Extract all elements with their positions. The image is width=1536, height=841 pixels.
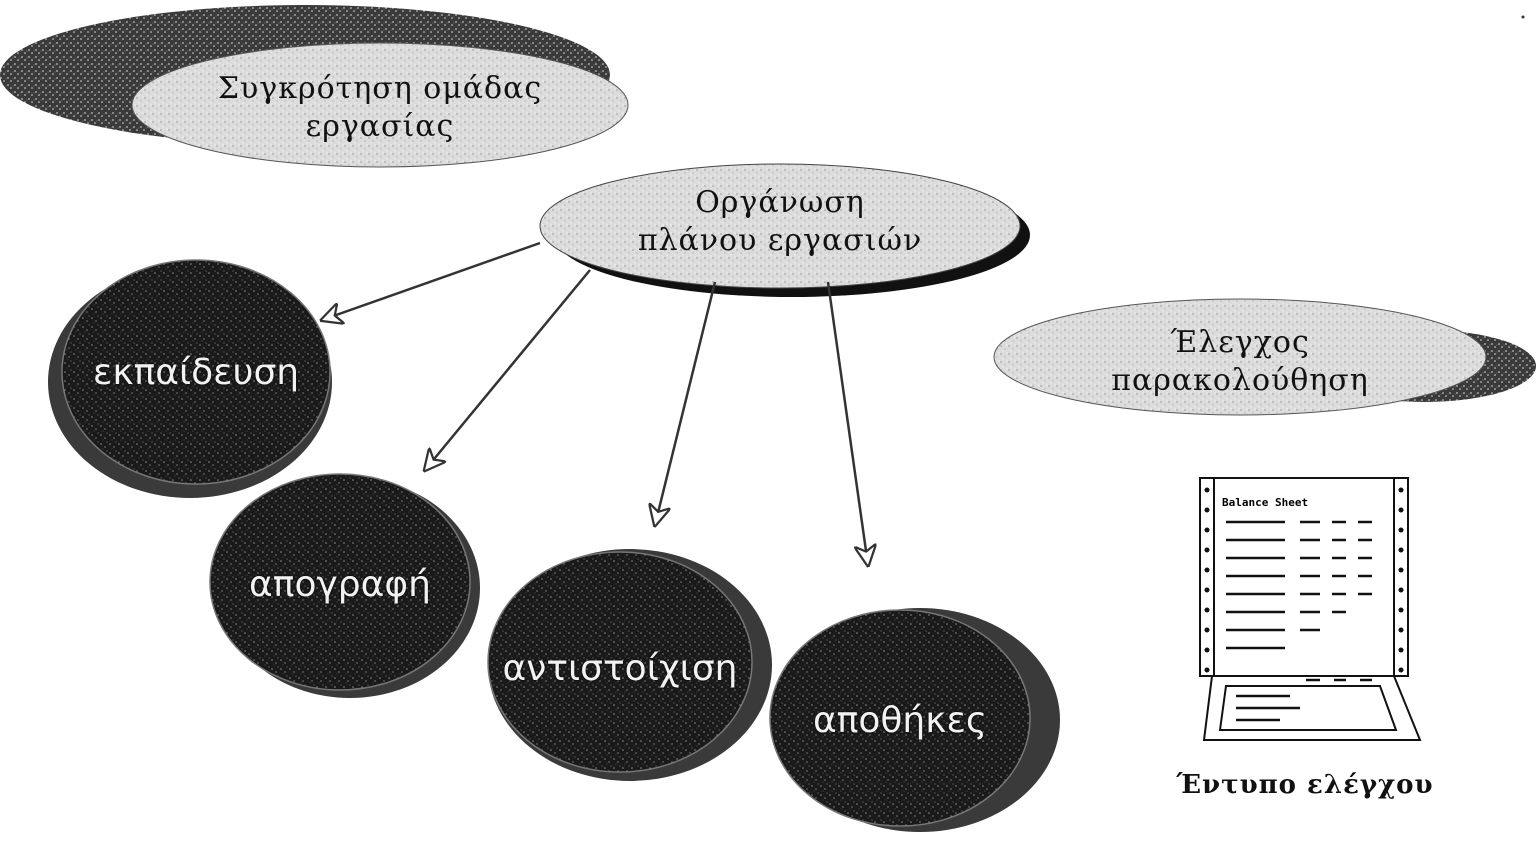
warehouses-label: αποθήκες [812,700,988,741]
monitoring-label: Έλεγχος παρακολούθηση [1010,324,1470,400]
monitoring-line1: Έλεγχος [1170,325,1310,360]
control-form-caption: Έντυπο ελέγχου [1176,770,1434,800]
monitoring-node [993,298,1536,416]
speck-dot [1521,15,1525,19]
team-formation-label: Συγκρότηση ομάδας εργασίας [150,70,610,146]
balance-sheet-icon [1199,477,1422,741]
team-formation-line2: εργασίας [305,109,455,144]
warehouses-node [769,608,1060,832]
arrow-to-matching [655,281,717,525]
training-node [48,259,332,498]
matching-node [487,549,772,781]
arrow-to-training [322,241,541,320]
work-plan-label: Οργάνωση πλάνου εργασιών [560,184,1000,260]
arrow-to-inventory [425,269,591,470]
work-plan-line1: Οργάνωση [695,185,865,220]
work-plan-line2: πλάνου εργασιών [637,223,923,258]
team-formation-node [0,5,629,168]
balance-sheet-title: Balance Sheet [1222,496,1309,509]
arrows [322,241,868,565]
inventory-node [209,473,480,698]
arrow-to-warehouses [826,281,868,565]
monitoring-line2: παρακολούθηση [1111,363,1369,398]
team-formation-line1: Συγκρότηση ομάδας [217,71,543,106]
inventory-label: απογραφή [249,564,431,605]
work-plan-node [539,163,1030,297]
training-label: εκπαίδευση [92,352,300,393]
matching-label: αντιστοίχιση [502,648,738,689]
